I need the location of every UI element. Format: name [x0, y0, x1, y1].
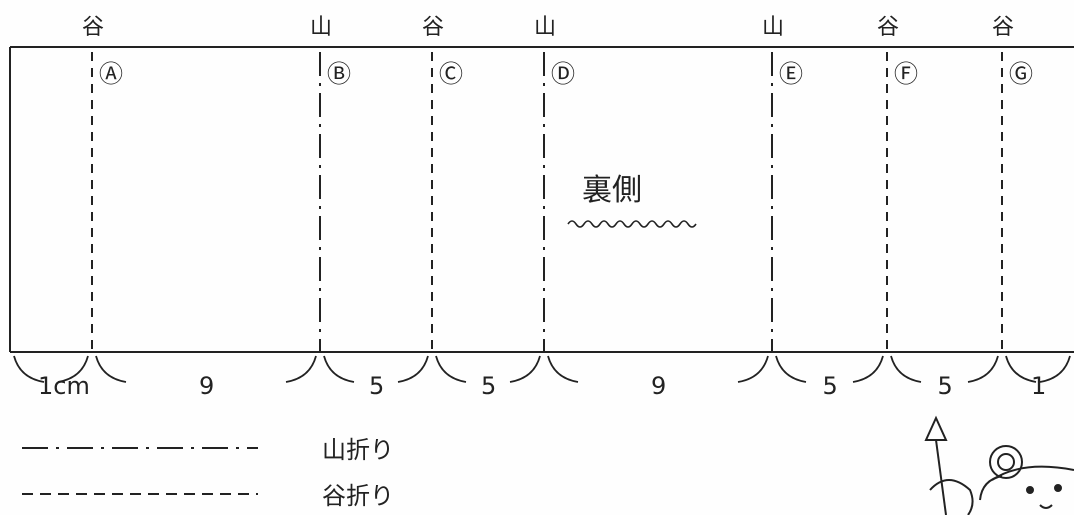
fold-marker-g: Ⓖ: [1009, 60, 1033, 88]
fold-marker-e: Ⓔ: [779, 60, 803, 88]
fold-type-label-g: 谷: [992, 15, 1014, 40]
fold-marker-a: Ⓐ: [99, 60, 123, 88]
dimension-label-2: 9: [199, 372, 214, 400]
fold-type-label-f: 谷: [877, 15, 899, 40]
dimension-bracket-6: [775, 355, 884, 383]
dimension-bracket-7: [890, 355, 999, 383]
fold-marker-d: Ⓓ: [551, 60, 575, 88]
dimension-bracket-4: [435, 355, 541, 383]
fold-type-label-d: 山: [534, 15, 556, 40]
mascot-illustration: [924, 415, 1074, 515]
fold-marker-c: Ⓒ: [439, 60, 463, 88]
legend-valley-label: 谷折り: [322, 482, 394, 510]
dimension-label-4: 5: [481, 372, 496, 400]
fold-type-label-e: 山: [762, 15, 784, 40]
fold-type-label-b: 山: [310, 15, 332, 40]
dimension-label-5: 9: [651, 372, 666, 400]
dimension-group: 1cm 9 5 5 9 5 5 1: [13, 355, 1071, 400]
back-side-label: 裏側: [582, 173, 642, 208]
dimension-label-8: 1: [1031, 372, 1046, 400]
fold-marker-b: Ⓑ: [327, 60, 351, 88]
dimension-label-6: 5: [823, 372, 838, 400]
dimension-label-3: 5: [369, 372, 384, 400]
dimension-bracket-5: [547, 355, 769, 383]
fold-marker-f: Ⓕ: [894, 60, 918, 88]
dimension-bracket-2: [95, 355, 317, 383]
fold-type-label-a: 谷: [82, 15, 104, 40]
dimension-bracket-1: [13, 355, 89, 383]
dimension-label-7: 5: [938, 372, 953, 400]
dimension-bracket-8: [1005, 355, 1071, 383]
dimension-bracket-3: [323, 355, 429, 383]
legend-mountain-label: 山折り: [322, 436, 394, 464]
dimension-label-1: 1cm: [38, 372, 90, 400]
fold-lines-group: 谷 Ⓐ 山 Ⓑ 谷 Ⓒ 山 Ⓓ 山 Ⓔ 谷 Ⓕ 谷 Ⓖ: [82, 15, 1033, 352]
back-side-wavy-underline: [567, 220, 697, 228]
fold-type-label-c: 谷: [422, 15, 444, 40]
